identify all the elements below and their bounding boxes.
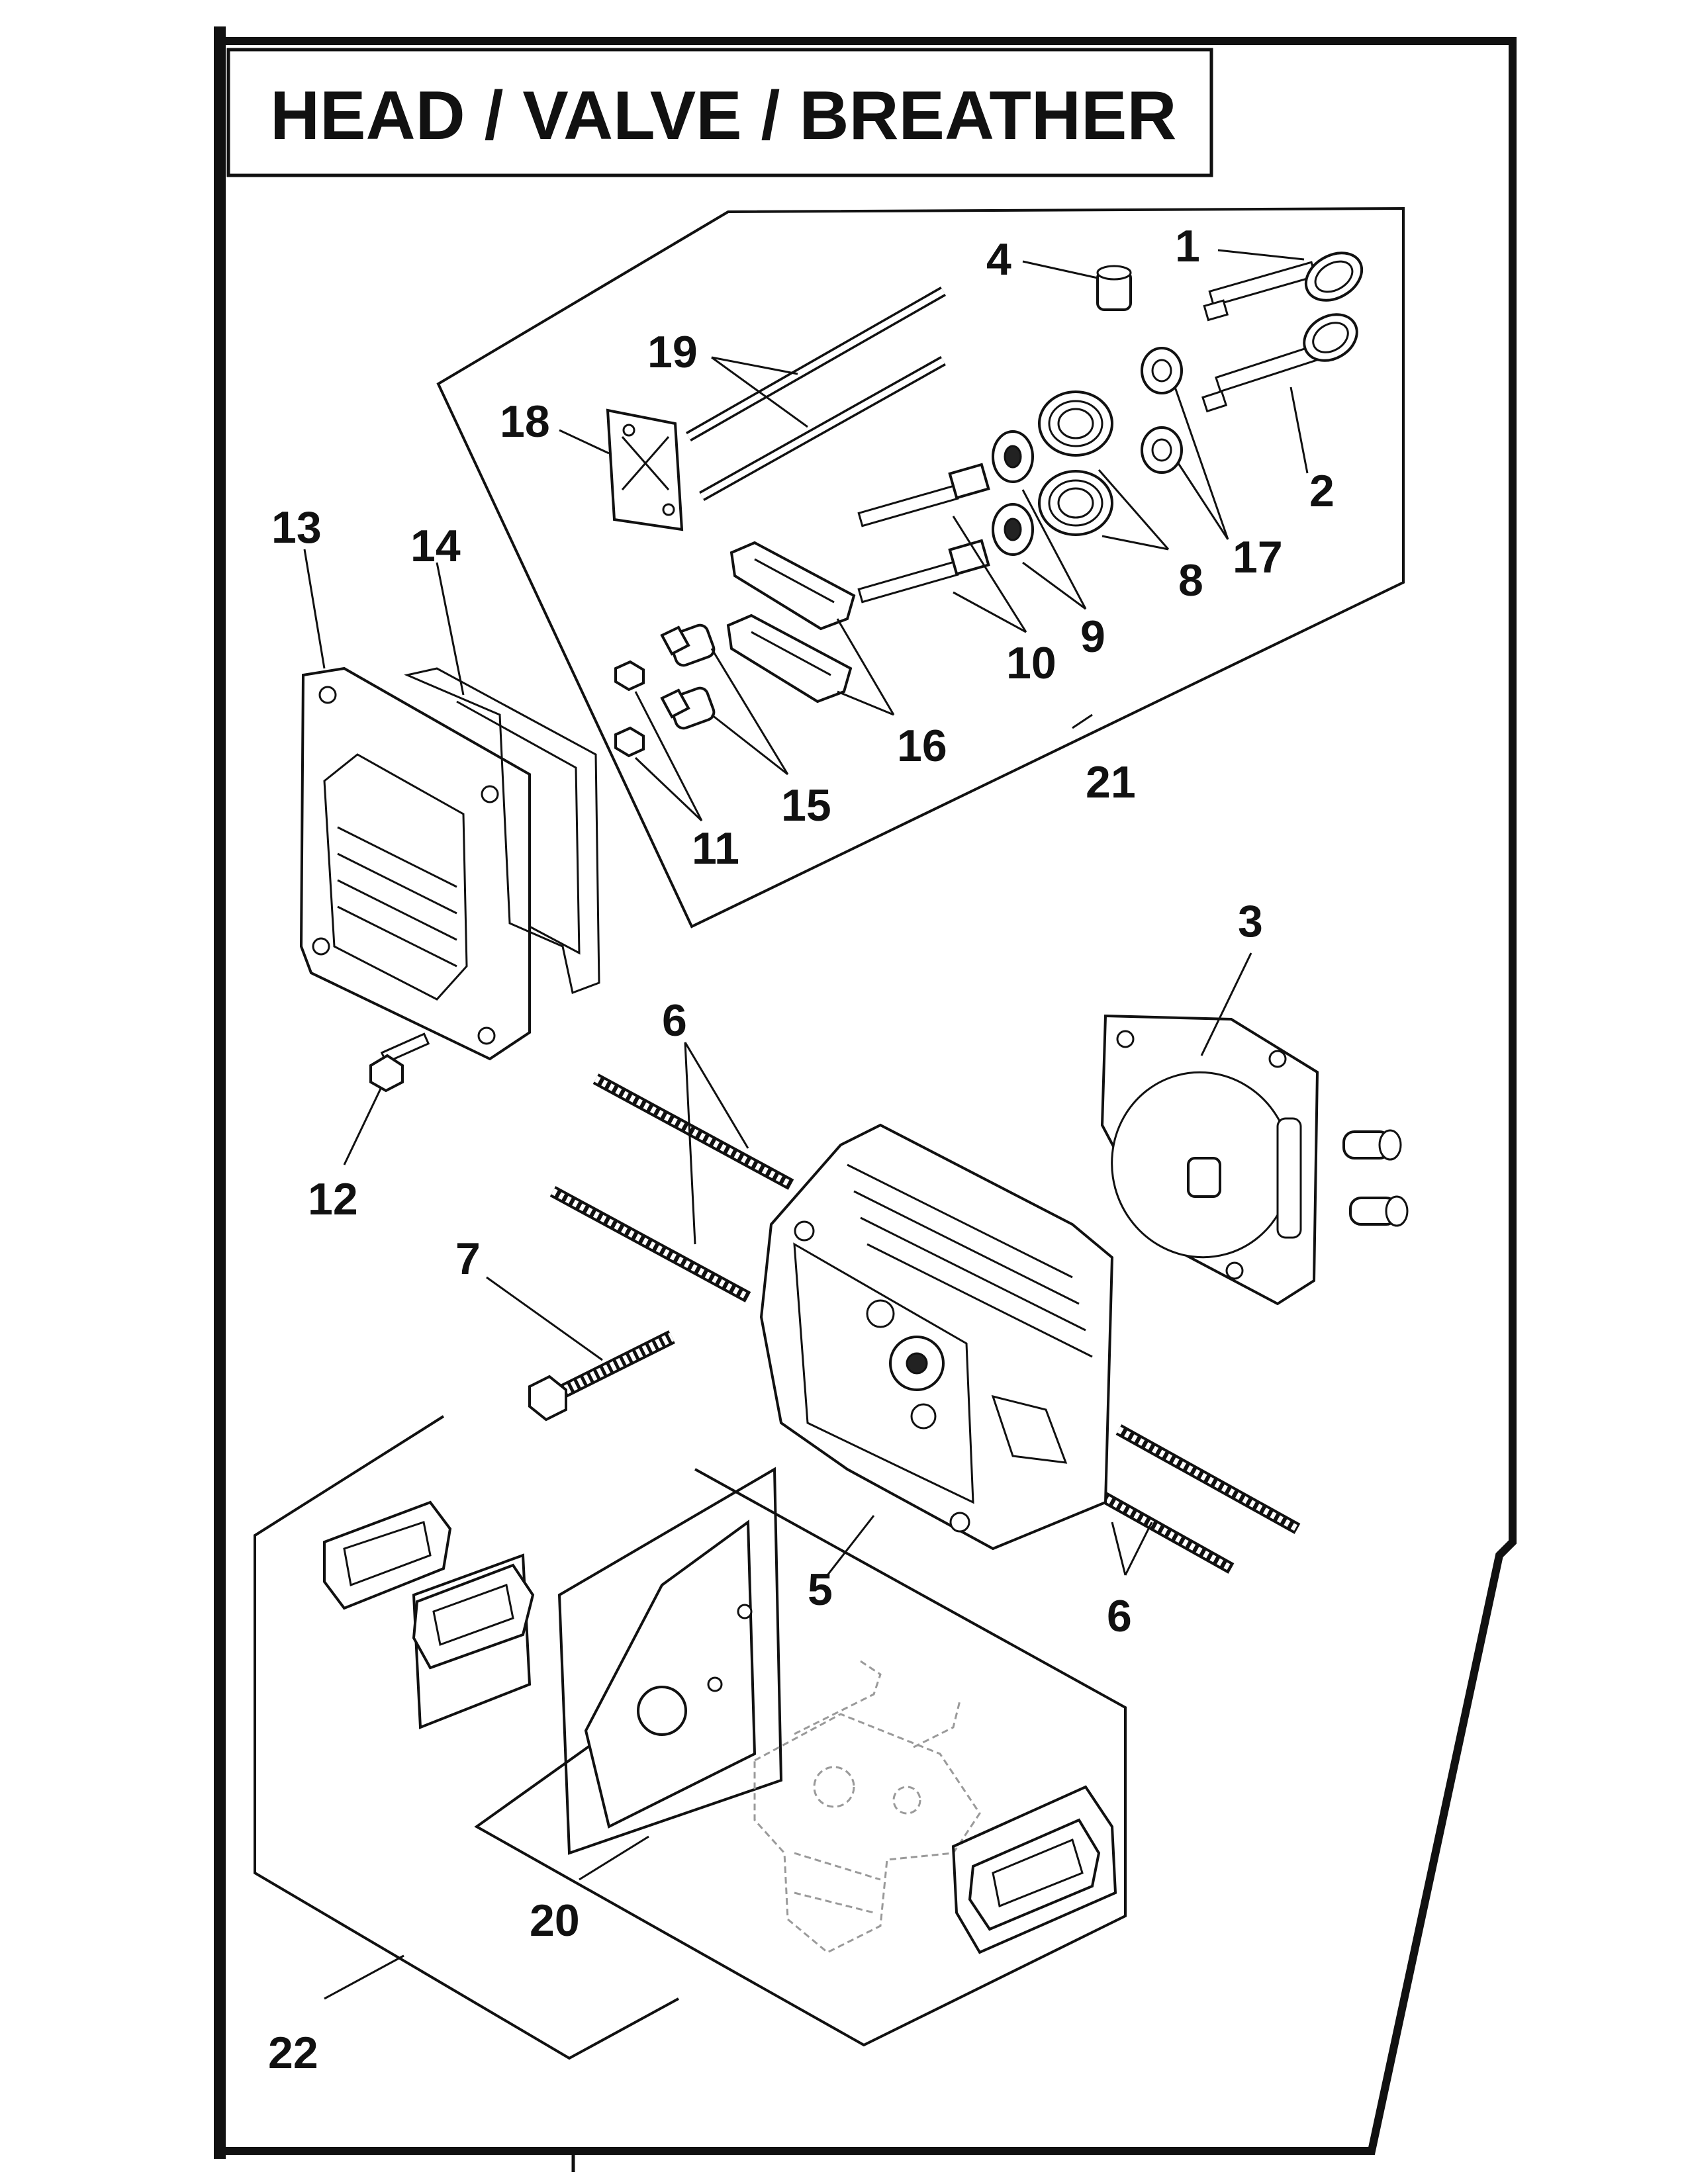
callout-8: 8 xyxy=(1178,555,1203,606)
callout-13: 13 xyxy=(271,502,322,553)
callout-22: 22 xyxy=(268,2028,318,2078)
guide-plate xyxy=(606,408,684,531)
rocker-arms xyxy=(726,541,856,704)
push-rods xyxy=(686,287,946,501)
callout-4: 4 xyxy=(986,234,1011,285)
callout-19: 19 xyxy=(647,327,698,377)
pivot-studs xyxy=(857,463,990,604)
callout-20: 20 xyxy=(530,1895,580,1946)
callout-14: 14 xyxy=(410,521,461,571)
callout-15: 15 xyxy=(781,780,831,831)
page-title: HEAD / VALVE / BREATHER xyxy=(270,77,1176,154)
callout-18: 18 xyxy=(500,396,550,447)
callout-12: 12 xyxy=(308,1174,358,1224)
spring-retainers xyxy=(1141,347,1183,474)
intake-gaskets xyxy=(323,1500,535,1729)
guide-sleeve xyxy=(1096,265,1132,311)
carburetor xyxy=(753,1660,981,1954)
carb-gasket xyxy=(951,1785,1117,1954)
callout-10: 10 xyxy=(1006,638,1056,688)
leader-lines xyxy=(303,249,1309,2000)
callout-2: 2 xyxy=(1309,466,1335,516)
kit-20-outline xyxy=(474,1468,1127,2047)
callout-17: 17 xyxy=(1233,532,1283,582)
kit-22-outline xyxy=(254,1415,679,2060)
insulator-plate xyxy=(557,1467,783,1855)
callout-6-bottom: 6 xyxy=(1107,1591,1132,1641)
callout-7: 7 xyxy=(455,1234,481,1284)
callouts: 1 2 3 4 5 6 6 7 8 9 10 11 12 13 14 15 16… xyxy=(268,221,1335,2078)
callout-3: 3 xyxy=(1238,896,1263,946)
dowel-pins xyxy=(1342,1129,1409,1227)
spring-seats xyxy=(992,430,1034,556)
callout-11: 11 xyxy=(692,823,739,874)
cover-gasket xyxy=(404,667,600,995)
callout-6-top: 6 xyxy=(662,995,687,1046)
head-bolt xyxy=(528,1330,675,1422)
valve-springs xyxy=(1038,390,1113,536)
lock-nuts xyxy=(614,660,645,758)
callout-1: 1 xyxy=(1175,221,1200,271)
rocker-pivots xyxy=(660,623,716,730)
cylinder-head xyxy=(759,1123,1114,1551)
callout-16: 16 xyxy=(897,721,947,771)
kit-21-outline xyxy=(436,206,1405,929)
head-gasket xyxy=(1100,1014,1319,1306)
rocker-cover xyxy=(299,666,531,1061)
callout-5: 5 xyxy=(808,1565,833,1615)
callout-21: 21 xyxy=(1086,757,1136,807)
valve-intake xyxy=(1203,251,1364,322)
callout-9: 9 xyxy=(1080,612,1105,662)
breather-bolt xyxy=(369,1032,430,1093)
title-box xyxy=(226,48,1213,177)
valve-exhaust xyxy=(1201,313,1358,413)
